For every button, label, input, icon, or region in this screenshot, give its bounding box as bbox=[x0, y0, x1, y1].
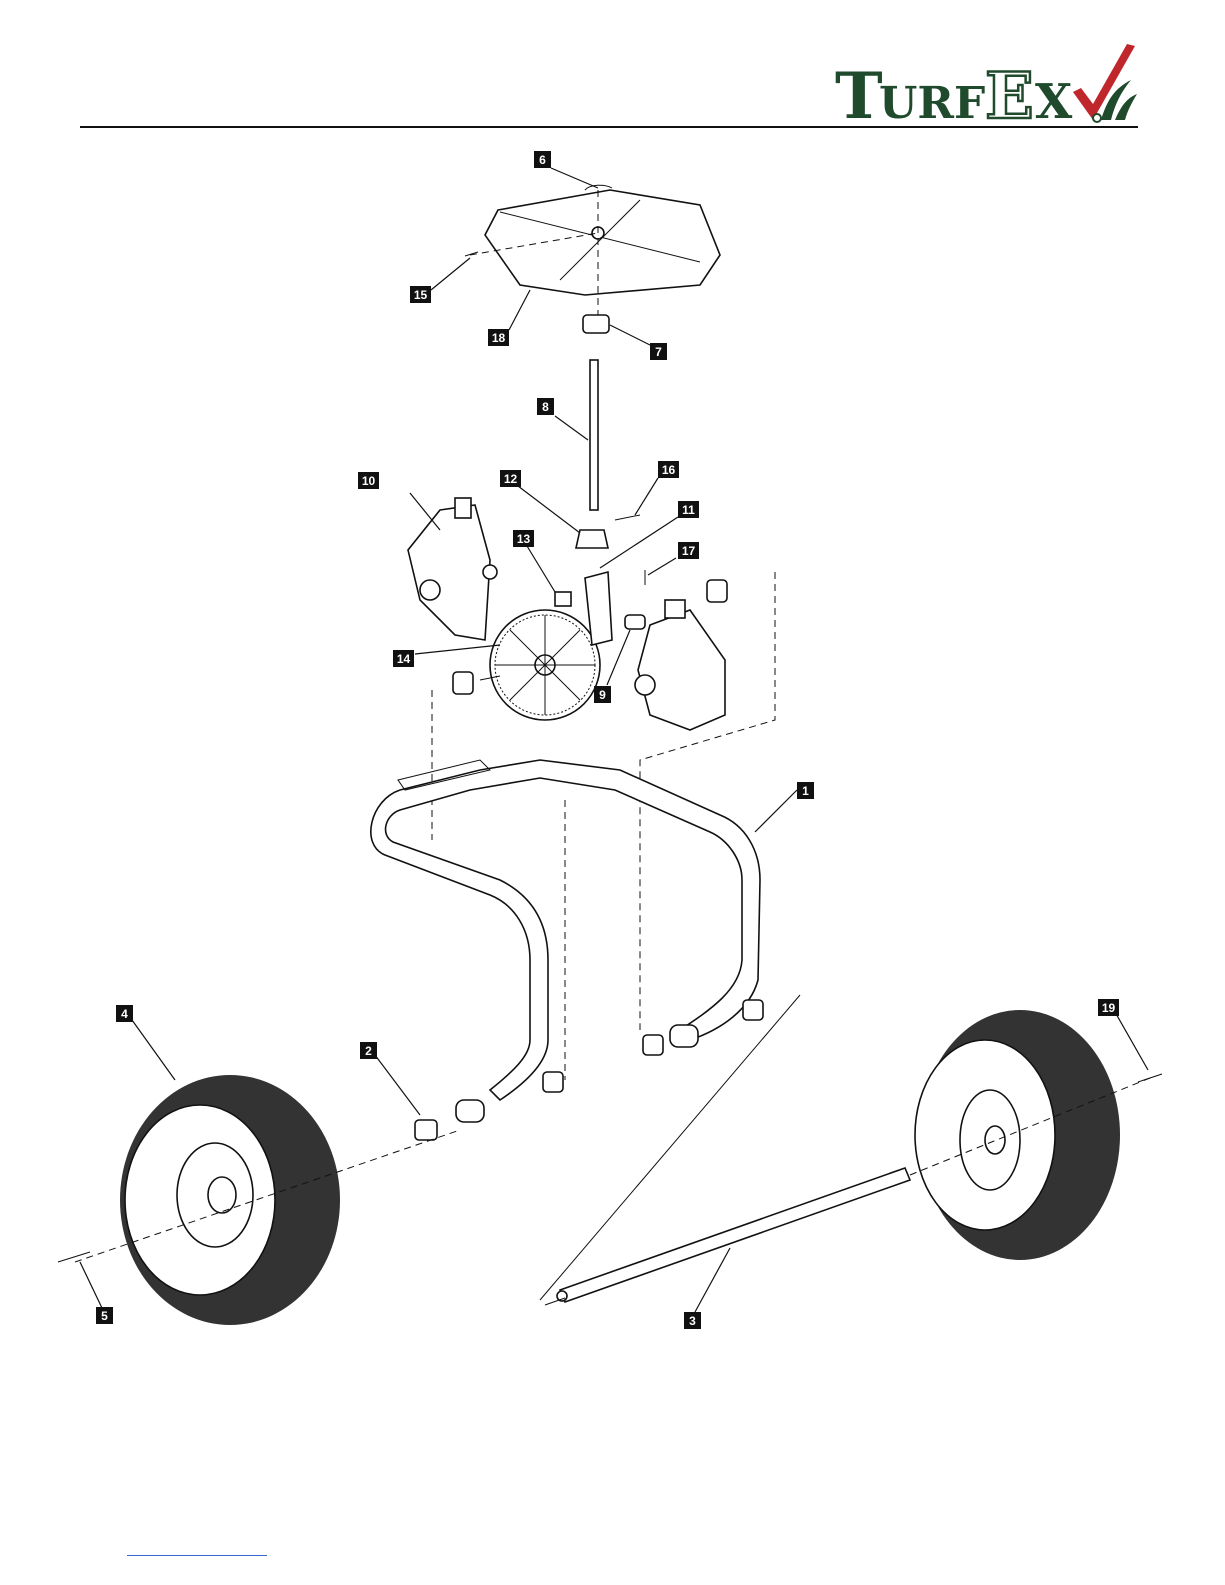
frame-bushing-left bbox=[543, 1072, 563, 1092]
svg-text:9: 9 bbox=[599, 688, 606, 702]
svg-text:4: 4 bbox=[121, 1007, 128, 1021]
svg-text:16: 16 bbox=[662, 463, 676, 477]
wheel-right bbox=[910, 1010, 1150, 1260]
roll-pin-16 bbox=[615, 515, 640, 520]
callout-18: 18 bbox=[488, 329, 509, 346]
top-bearing bbox=[583, 315, 609, 333]
wheel-left bbox=[75, 1075, 460, 1325]
axle-end-cap-left bbox=[415, 1120, 437, 1140]
callout-11: 11 bbox=[678, 501, 699, 518]
svg-text:15: 15 bbox=[414, 288, 428, 302]
svg-text:14: 14 bbox=[397, 652, 411, 666]
callout-8: 8 bbox=[537, 398, 554, 415]
gearbox-half-right bbox=[635, 600, 725, 730]
callout-7: 7 bbox=[650, 343, 667, 360]
gear-block bbox=[555, 592, 571, 606]
svg-text:1: 1 bbox=[802, 784, 809, 798]
gearbox-half-left bbox=[408, 498, 497, 640]
callout-12: 12 bbox=[500, 470, 521, 487]
callout-6: 6 bbox=[534, 151, 551, 168]
callout-14: 14 bbox=[393, 650, 414, 667]
bearing-left bbox=[453, 672, 473, 694]
svg-text:7: 7 bbox=[655, 345, 662, 359]
callout-19: 19 bbox=[1098, 999, 1119, 1016]
callout-9: 9 bbox=[594, 686, 611, 703]
drive-gear bbox=[490, 610, 600, 720]
callout-15: 15 bbox=[410, 286, 431, 303]
svg-text:5: 5 bbox=[101, 1309, 108, 1323]
callout-5: 5 bbox=[96, 1307, 113, 1324]
spinner-shaft bbox=[590, 360, 598, 510]
svg-text:10: 10 bbox=[362, 474, 376, 488]
callout-16: 16 bbox=[658, 461, 679, 478]
callout-10: 10 bbox=[358, 472, 379, 489]
callout-17: 17 bbox=[678, 542, 699, 559]
axle-end-cap-right bbox=[643, 1035, 663, 1055]
axle-bolt-left bbox=[58, 1252, 90, 1262]
gearbox-bushing bbox=[625, 615, 645, 629]
svg-text:2: 2 bbox=[365, 1044, 372, 1058]
spreader-frame bbox=[371, 760, 760, 1100]
frame-bushing-right bbox=[743, 1000, 763, 1020]
axle-bolt-right bbox=[1138, 1074, 1162, 1082]
svg-text:11: 11 bbox=[682, 503, 695, 517]
svg-text:18: 18 bbox=[492, 331, 506, 345]
frame-leg-end-right bbox=[670, 1025, 698, 1047]
callout-4: 4 bbox=[116, 1005, 133, 1022]
svg-text:6: 6 bbox=[539, 153, 546, 167]
callout-2: 2 bbox=[360, 1042, 377, 1059]
frame-leg-end-left bbox=[456, 1100, 484, 1122]
svg-text:17: 17 bbox=[682, 544, 696, 558]
pinion-gear bbox=[576, 530, 608, 548]
hairpin-clip bbox=[585, 185, 612, 190]
svg-text:3: 3 bbox=[689, 1314, 696, 1328]
svg-text:13: 13 bbox=[517, 532, 531, 546]
callout-13: 13 bbox=[513, 530, 534, 547]
bearing-right bbox=[707, 580, 727, 602]
callout-3: 3 bbox=[684, 1312, 701, 1329]
deflector-plate bbox=[470, 190, 720, 320]
axle bbox=[540, 995, 910, 1305]
callout-1: 1 bbox=[797, 782, 814, 799]
footer-link-underline[interactable] bbox=[127, 1555, 267, 1556]
svg-text:12: 12 bbox=[504, 472, 518, 486]
svg-text:19: 19 bbox=[1102, 1001, 1116, 1015]
svg-text:8: 8 bbox=[542, 400, 549, 414]
